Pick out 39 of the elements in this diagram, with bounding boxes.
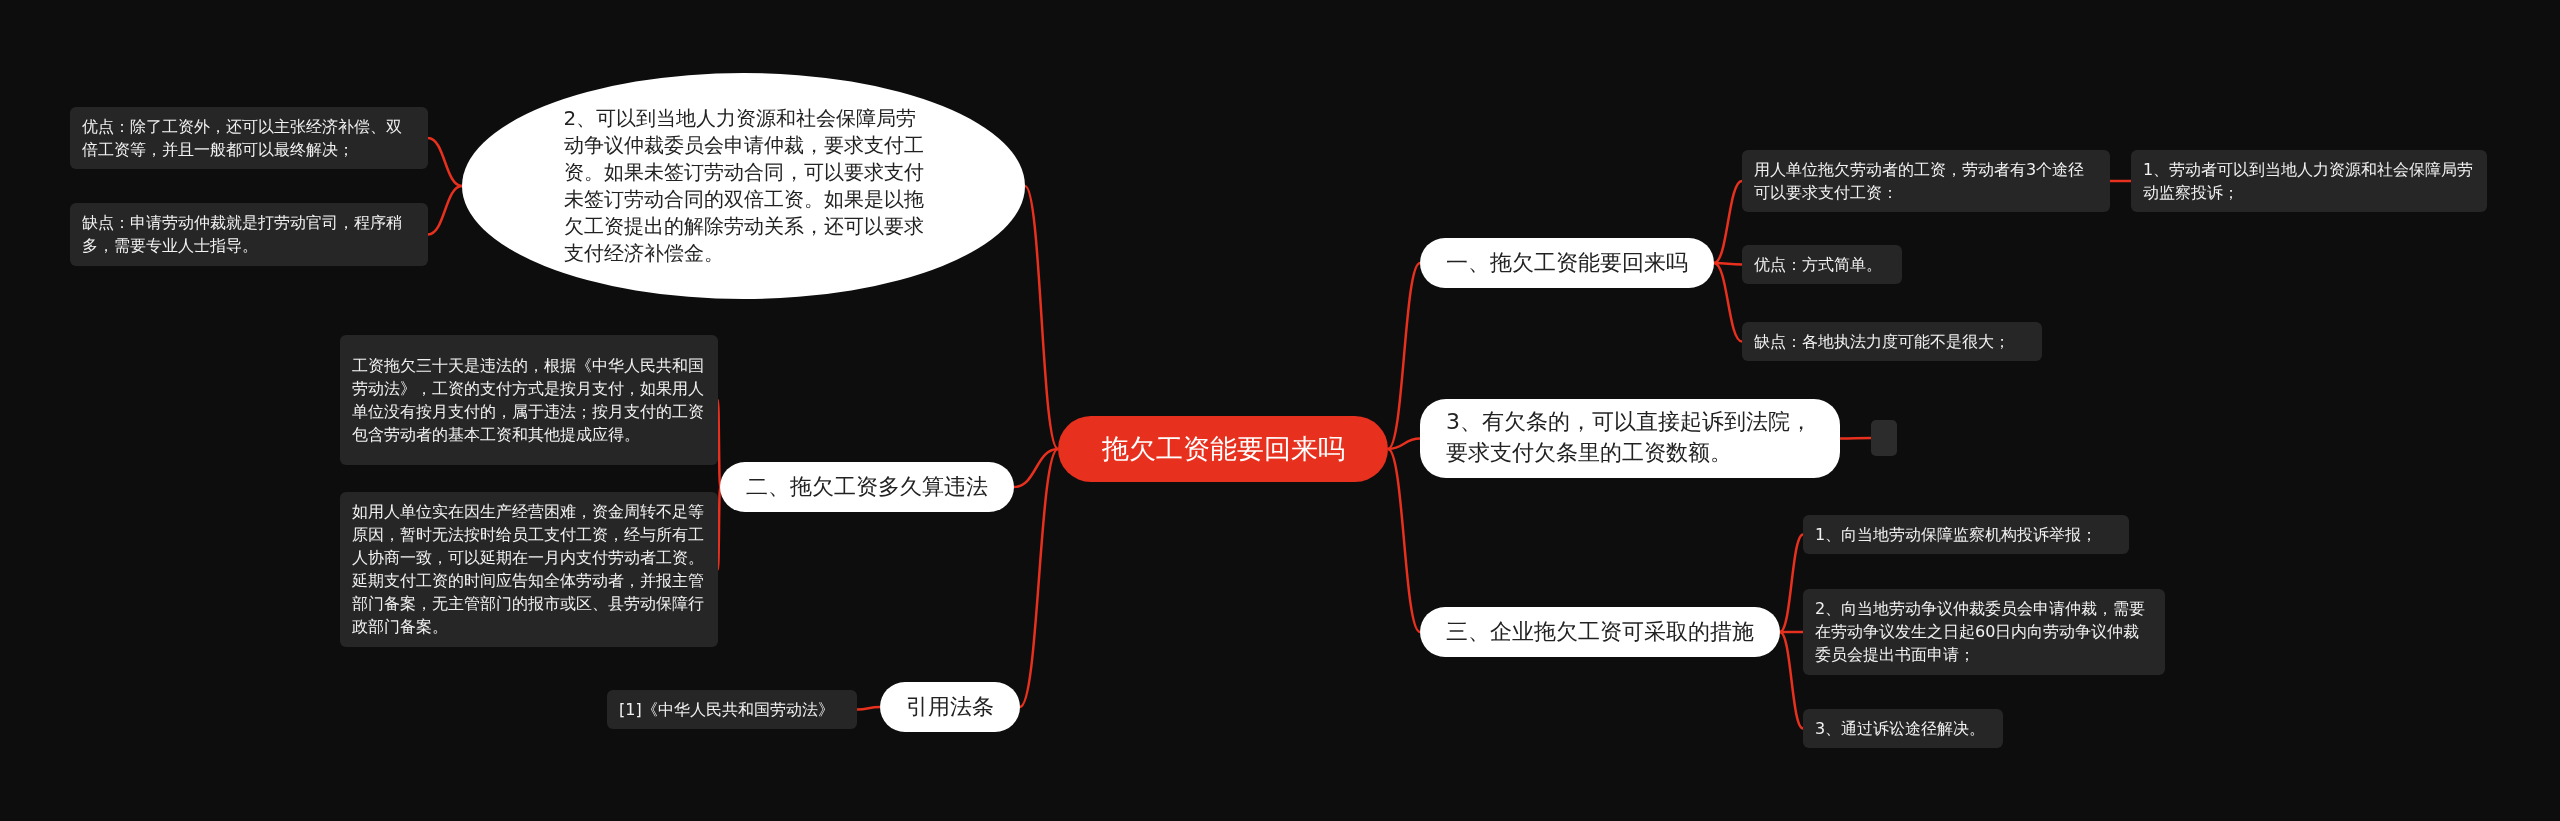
topic-oval: 2、可以到当地人力资源和社会保障局劳动争议仲裁委员会申请仲裁，要求支付工资。如果未签订劳动合同，可以要求支付未签订劳动合同的双倍工资。如果是以拖欠工资提出的解除劳动关系，还可以要求支付经济补偿金。 [462,73,1025,299]
note-card: 3、通过诉讼途径解决。 [1803,708,2003,748]
topic-pill: 3、有欠条的，可以直接起诉到法院，要求支付欠条里的工资数额。 [1420,398,1840,478]
connector-line [1779,631,1804,730]
note-card: 1、向当地劳动保障监察机构投诉举报； [1803,514,2129,554]
empty-card [1871,420,1897,456]
note-card: 2、向当地劳动争议仲裁委员会申请仲裁，需要在劳动争议发生之日起60日内向劳动争议仲裁委员会提出书面申请； [1803,589,2165,675]
note-card: 1、劳动者可以到当地人力资源和社会保障局劳动监察投诉； [2131,150,2487,213]
connector-line [1024,185,1059,450]
topic-pill: 二、拖欠工资多久算违法 [720,462,1014,512]
note-card: 用人单位拖欠劳动者的工资，劳动者有3个途径可以要求支付工资： [1742,150,2110,213]
connector-line [1387,448,1421,633]
note-card: 缺点：申请劳动仲裁就是打劳动官司，程序稍多，需要专业人士指导。 [70,202,428,266]
connector-line [716,399,722,488]
connector-line [1387,437,1421,451]
connector-line [1840,436,1871,440]
topic-pill: 一、拖欠工资能要回来吗 [1420,238,1714,288]
connector-line [2110,179,2131,183]
connector-line [1714,261,1742,266]
note-card: 如用人单位实在因生产经营困难，资金周转不足等原因，暂时无法按时给员工支付工资，经与所有工人协商一致，可以延期在一月内支付劳动者工资。延期支付工资的时间应告知全体劳动者，并报主管部门备案，无主管部门的报市或区、县劳动保障行政部门备案。 [340,491,718,647]
connector-line [427,184,463,236]
topic-pill: 三、企业拖欠工资可采取的措施 [1420,607,1780,657]
connector-line [1013,447,1059,489]
note-card: 优点：除了工资外，还可以主张经济补偿、双倍工资等，并且一般都可以最终解决； [70,107,428,170]
connector-line [1779,533,1804,633]
note-card: 优点：方式简单。 [1742,244,1902,284]
connector-line [1019,448,1059,708]
connector-line [716,486,722,570]
note-card: [1]《中华人民共和国劳动法》 [607,689,857,729]
connector-line [1780,630,1803,634]
connector-line [856,705,881,711]
connector-line [1713,261,1743,343]
note-card: 工资拖欠三十天是违法的，根据《中华人民共和国劳动法》，工资的支付方式是按月支付，如果用人单位没有按月支付的，属于违法；按月支付的工资包含劳动者的基本工资和其他提成应得。 [340,335,718,465]
connector-line [427,136,463,188]
topic-pill: 引用法条 [880,682,1020,732]
connector-line [1713,179,1743,265]
central-topic: 拖欠工资能要回来吗 [1058,416,1388,482]
note-card: 缺点：各地执法力度可能不是很大； [1742,321,2042,361]
connector-line [1387,262,1421,450]
